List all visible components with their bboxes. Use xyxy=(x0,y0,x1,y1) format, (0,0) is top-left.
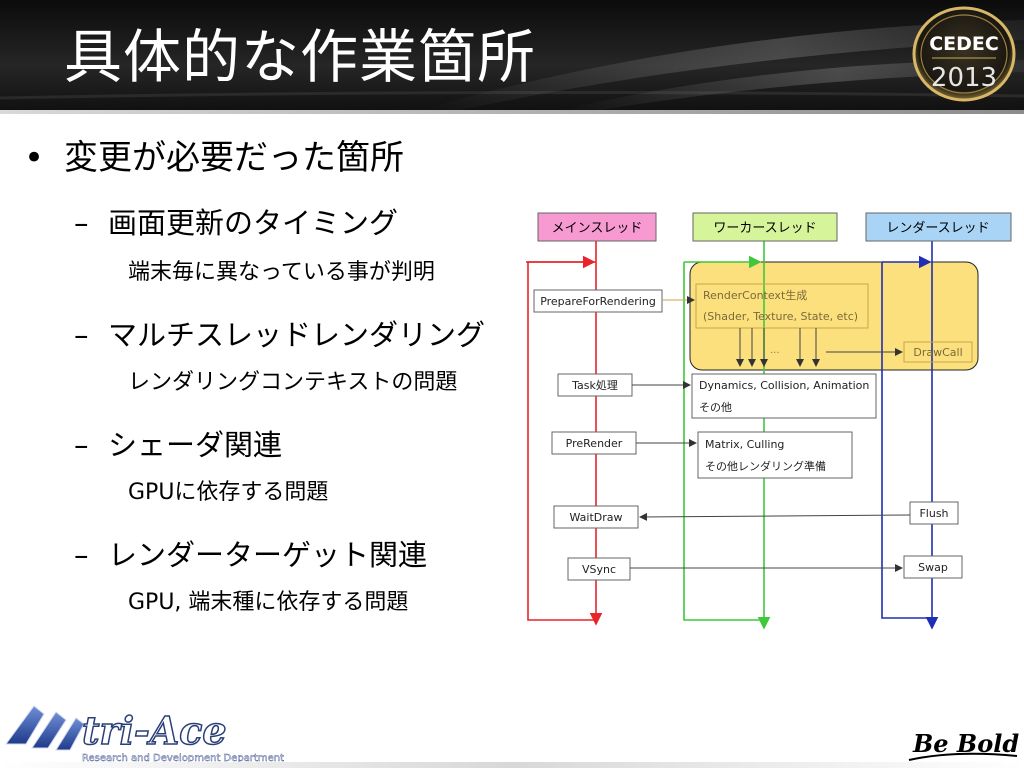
task-box xyxy=(533,289,663,313)
render-context-line-1: RenderContext生成 xyxy=(703,288,807,302)
render-thread-loop xyxy=(881,262,932,619)
dash-icon: – xyxy=(74,318,89,352)
bullet-item-heading: 画面更新のタイミング xyxy=(108,206,399,240)
task-box xyxy=(909,501,959,525)
cedec-logo-text: CEDEC xyxy=(929,33,999,55)
bullet-item-detail: レンダリングコンテキストの問題 xyxy=(128,370,458,395)
task-swap: Swap xyxy=(918,561,948,574)
render-context-box xyxy=(695,283,869,329)
bullet-item-heading: レンダーターゲット関連 xyxy=(108,538,428,572)
be-bold-text: Be Bold! xyxy=(912,729,1020,758)
worker-ellipsis: ... xyxy=(770,345,780,356)
task-box xyxy=(903,555,963,579)
bullet-item: –レンダーターゲット関連 xyxy=(74,532,427,574)
task-box xyxy=(553,505,639,529)
bullet-dot-icon: • xyxy=(24,138,45,178)
main-thread-label-box xyxy=(537,212,657,242)
cedec-logo-year: 2013 xyxy=(931,63,997,93)
matrix-line-2: その他レンダリング準備 xyxy=(705,459,826,473)
bullet-item: –画面更新のタイミング xyxy=(74,200,398,242)
task-vsync: VSync xyxy=(582,563,616,576)
arrow-flush-to-waitdraw xyxy=(639,512,911,521)
bullet-main: • 変更が必要だった箇所 xyxy=(24,130,404,179)
bullet-item: –シェーダ関連 xyxy=(74,422,282,464)
thread-diagram: メインスレッド ワーカースレッド レンダースレッド PrepareForRend… xyxy=(526,212,1012,630)
footer-rule xyxy=(0,762,1024,768)
task-prepare-for-rendering: PrepareForRendering xyxy=(540,295,656,308)
task-prerender: PreRender xyxy=(566,437,623,450)
be-bold-logo: Be Bold! xyxy=(908,729,1020,761)
dynamics-box xyxy=(691,373,877,419)
tri-ace-department: Research and Development Department xyxy=(82,753,284,764)
worker-thread-label-box xyxy=(692,212,838,242)
worker-render-highlight xyxy=(689,261,979,371)
tri-ace-wordmark: tri-Ace xyxy=(82,708,227,753)
title-bar-decoration xyxy=(0,20,1024,110)
bullet-item-heading: マルチスレッドレンダリング xyxy=(108,318,486,352)
dash-icon: – xyxy=(74,428,89,462)
title-bar: 具体的な作業箇所 CEDEC 2013 xyxy=(0,0,1024,110)
task-box xyxy=(567,557,631,581)
dash-icon: – xyxy=(74,538,89,572)
worker-thread-label: ワーカースレッド xyxy=(713,221,816,236)
bullet-item: –マルチスレッドレンダリング xyxy=(74,312,485,354)
task-drawcall: DrawCall xyxy=(913,346,962,359)
bullet-item-detail: GPUに依存する問題 xyxy=(128,480,329,505)
title-rule xyxy=(0,110,1024,114)
task-flush: Flush xyxy=(919,507,948,520)
render-thread-label-box xyxy=(865,212,1012,242)
task-waitdraw: WaitDraw xyxy=(569,511,622,524)
render-context-line-2: (Shader, Texture, State, etc) xyxy=(703,310,858,323)
dynamics-line-1: Dynamics, Collision, Animation xyxy=(699,379,869,392)
matrix-box xyxy=(697,431,853,479)
bullet-main-text: 変更が必要だった箇所 xyxy=(64,138,404,178)
dash-icon: – xyxy=(74,206,89,240)
matrix-line-1: Matrix, Culling xyxy=(705,438,784,451)
dynamics-line-2: その他 xyxy=(699,401,732,414)
drawcall-box xyxy=(903,341,973,363)
main-thread-label: メインスレッド xyxy=(552,221,643,236)
bullet-item-detail: 端末毎に異なっている事が判明 xyxy=(128,260,435,285)
task-processing: Task処理 xyxy=(571,379,618,392)
bullet-item-detail: GPU, 端末種に依存する問題 xyxy=(128,590,409,615)
cedec-logo: CEDEC 2013 xyxy=(912,6,1016,102)
bullet-item-heading: シェーダ関連 xyxy=(108,428,283,462)
render-thread-label: レンダースレッド xyxy=(886,221,989,236)
tri-ace-logo: tri-Ace Research and Development Departm… xyxy=(5,705,284,764)
slide-title: 具体的な作業箇所 xyxy=(64,23,537,91)
